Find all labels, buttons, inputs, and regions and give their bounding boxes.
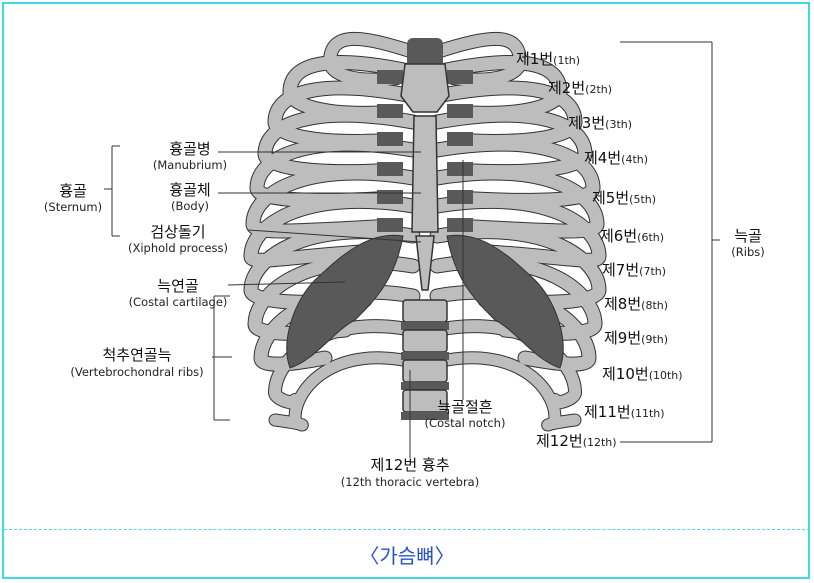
body-label: 흉골체 (Body) xyxy=(130,183,250,213)
rib-label-7-num: (7th) xyxy=(639,265,666,278)
rib-label-6-num: (6th) xyxy=(637,231,664,244)
rib-label-3-num: (3th) xyxy=(605,118,632,131)
rib-label-3-ko: 제3번 xyxy=(568,114,605,132)
sternum-en: (Sternum) xyxy=(38,202,108,214)
rib-label-5: 제5번(5th) xyxy=(592,190,656,206)
rib-label-1-num: (1th) xyxy=(553,54,580,67)
rib-label-11: 제11번(11th) xyxy=(584,404,665,420)
cartilage-segment-6-left xyxy=(377,218,403,232)
xiphoid-shape xyxy=(416,236,434,290)
rib-label-10-num: (10th) xyxy=(649,369,683,382)
manubrium-shape xyxy=(401,64,449,112)
costal-notch-en: (Costal notch) xyxy=(400,418,530,430)
rib-label-2-num: (2th) xyxy=(585,83,612,96)
rib-label-7-ko: 제7번 xyxy=(602,261,639,279)
cartilage-segment-3-right xyxy=(447,132,473,146)
rib-label-9: 제9번(9th) xyxy=(604,330,668,346)
thoracic-vertebra-en: (12th thoracic vertebra) xyxy=(330,477,490,489)
cartilage-segment-6-right xyxy=(447,218,473,232)
cartilage-segment-4-right xyxy=(447,162,473,176)
sternum-ko: 흉골 xyxy=(38,184,108,199)
body-ko: 흉골체 xyxy=(130,183,250,198)
vertebra-1 xyxy=(403,300,447,322)
vertebrochondral-label: 척추연골늑 (Vertebrochondral ribs) xyxy=(62,348,212,379)
cartilage-segment-5-left xyxy=(377,190,403,204)
rib-label-8: 제8번(8th) xyxy=(604,296,668,312)
rib-label-12-num: (12th) xyxy=(583,436,617,449)
rib-label-5-ko: 제5번 xyxy=(592,189,629,207)
rib-label-1: 제1번(1th) xyxy=(516,51,580,67)
rib-label-5-num: (5th) xyxy=(629,193,656,206)
rib-label-12: 제12번(12th) xyxy=(536,433,617,449)
rib-label-8-num: (8th) xyxy=(641,299,668,312)
cartilage-segment-3-left xyxy=(377,132,403,146)
cartilage-segment-2-right xyxy=(447,104,473,118)
vertebra-2 xyxy=(403,330,447,352)
rib-label-4-num: (4th) xyxy=(621,153,648,166)
rib-label-6: 제6번(6th) xyxy=(600,228,664,244)
cartilage-segment-5-right xyxy=(447,190,473,204)
costal-cartilage-label: 늑연골 (Costal cartilage) xyxy=(108,279,248,309)
rib-label-10-ko: 제10번 xyxy=(602,365,649,383)
rib-label-12-ko: 제12번 xyxy=(536,432,583,450)
body-en: (Body) xyxy=(130,201,250,213)
cartilage-segment-4-left xyxy=(377,162,403,176)
intervertebral-disc-1 xyxy=(401,322,449,330)
costal-notch-ko: 늑골절흔 xyxy=(400,400,530,415)
rib-label-11-ko: 제11번 xyxy=(584,403,631,421)
rib-label-3: 제3번(3th) xyxy=(568,115,632,131)
costal-cartilage-ko: 늑연골 xyxy=(108,279,248,294)
manubrium-en: (Manubrium) xyxy=(130,160,250,172)
intervertebral-disc-3 xyxy=(401,382,449,390)
thoracic-vertebra-label: 제12번 흉추 (12th thoracic vertebra) xyxy=(330,458,490,489)
vertebrochondral-en: (Vertebrochondral ribs) xyxy=(62,367,212,379)
ribs-en: (Ribs) xyxy=(718,247,778,259)
rib-label-11-num: (11th) xyxy=(631,407,665,420)
figure-caption: 〈가슴뼈〉 xyxy=(0,540,814,569)
rib-label-9-ko: 제9번 xyxy=(604,329,641,347)
rib-label-8-ko: 제8번 xyxy=(604,295,641,313)
rib-label-4: 제4번(4th) xyxy=(584,150,648,166)
thoracic-vertebra-ko: 제12번 흉추 xyxy=(330,458,490,473)
manubrium-ko: 흉골병 xyxy=(130,142,250,157)
ribs-label: 늑골 (Ribs) xyxy=(718,229,778,259)
caption-divider xyxy=(4,529,810,530)
costal-notch-label: 늑골절흔 (Costal notch) xyxy=(400,400,530,430)
xiphoid-label: 검상돌기 (Xiphold process) xyxy=(108,225,248,255)
costal-cartilage-en: (Costal cartilage) xyxy=(108,297,248,309)
cartilage-segment-1-right xyxy=(447,70,473,84)
xiphoid-ko: 검상돌기 xyxy=(108,225,248,240)
rib-label-4-ko: 제4번 xyxy=(584,149,621,167)
rib-label-10: 제10번(10th) xyxy=(602,366,683,382)
cartilage-segment-2-left xyxy=(377,104,403,118)
rib-label-9-num: (9th) xyxy=(641,333,668,346)
vertebrochondral-ko: 척추연골늑 xyxy=(62,348,212,363)
rib-label-1-ko: 제1번 xyxy=(516,50,553,68)
rib-label-2: 제2번(2th) xyxy=(548,80,612,96)
intervertebral-disc-2 xyxy=(401,352,449,360)
rib-label-7: 제7번(7th) xyxy=(602,262,666,278)
xiphoid-en: (Xiphold process) xyxy=(108,243,248,255)
ribs-ko: 늑골 xyxy=(718,229,778,244)
sternum-body-shape xyxy=(412,116,438,232)
cartilage-segment-1-left xyxy=(377,70,403,84)
rib-label-6-ko: 제6번 xyxy=(600,227,637,245)
rib-label-2-ko: 제2번 xyxy=(548,79,585,97)
manubrium-label: 흉골병 (Manubrium) xyxy=(130,142,250,172)
sternum-label: 흉골 (Sternum) xyxy=(38,184,108,214)
